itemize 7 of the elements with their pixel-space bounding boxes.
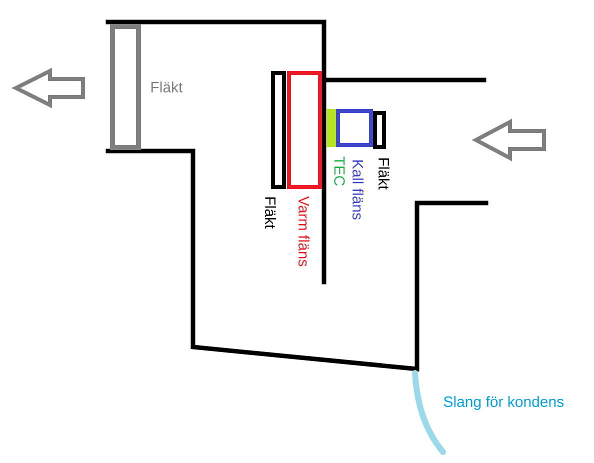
part-label: Fläkt — [378, 158, 390, 190]
part-label: Kall fläns — [352, 160, 364, 220]
part-label: Fläkt — [151, 81, 183, 92]
part-label: Fläkt — [265, 197, 276, 229]
part-label: TEC — [334, 156, 345, 186]
hose-label: Slang för kondens — [444, 396, 564, 410]
part-label: Varm fläns — [298, 196, 310, 266]
